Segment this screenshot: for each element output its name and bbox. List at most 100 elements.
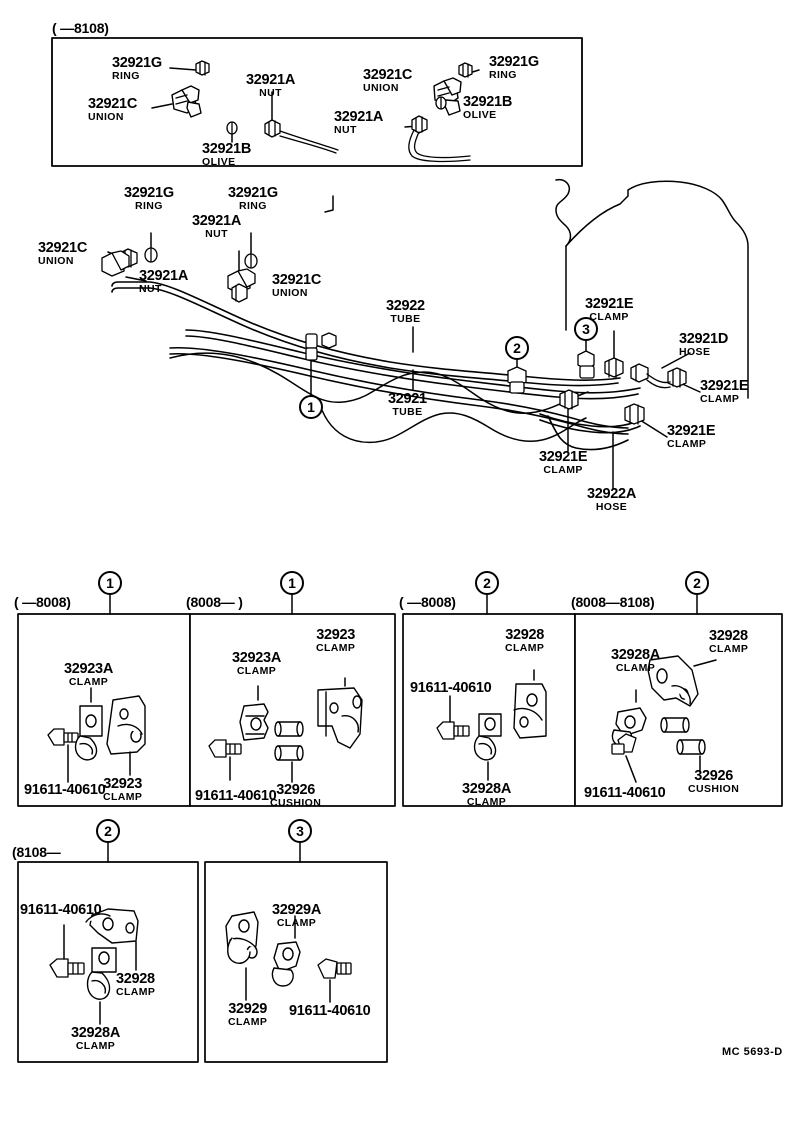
part-number: 32921C	[88, 96, 137, 112]
main-label-32921d-hose: 32921D HOSE	[679, 332, 728, 357]
part-desc: CUSHION	[688, 782, 740, 795]
part-desc: TUBE	[390, 312, 421, 325]
top-label-32921b-olive-left: 32921B OLIVE	[202, 142, 251, 167]
detail-box-6-callout[interactable]: 3	[288, 819, 312, 843]
part-desc: RING	[489, 68, 517, 81]
part-desc: CLAMP	[68, 675, 109, 688]
part-desc: CLAMP	[466, 795, 507, 808]
main-label-32921c-union-a: 32921C UNION	[38, 241, 87, 266]
box4-label-32926: 32926 CUSHION	[688, 769, 739, 794]
detail-box-2-callout[interactable]: 1	[280, 571, 304, 595]
part-desc: CLAMP	[103, 790, 143, 803]
part-number: 91611-40610	[289, 1003, 371, 1019]
part-number: 32921E	[667, 423, 716, 439]
part-number: 32921A	[334, 109, 383, 125]
main-label-32921a-nut-a: 32921A NUT	[192, 214, 241, 239]
part-desc: UNION	[363, 81, 399, 94]
part-desc: CLAMP	[667, 437, 707, 450]
top-box-range-caption: ( —8108)	[52, 20, 109, 36]
part-number: 32928	[505, 627, 545, 643]
part-number: 32921A	[246, 72, 295, 88]
box5-label-32928: 32928 CLAMP	[116, 972, 155, 997]
part-number: 32921C	[363, 67, 412, 83]
box1-label-32923a: 32923A CLAMP	[64, 662, 113, 687]
part-number: 32928A	[611, 647, 660, 663]
detail-box-3-callout[interactable]: 2	[475, 571, 499, 595]
sheet-reference-code: MC 5693-D	[722, 1046, 783, 1058]
part-number: 32921B	[202, 141, 251, 157]
box3-label-91611-40610: 91611-40610	[410, 681, 492, 696]
part-number: 32922	[386, 298, 425, 314]
part-number: 32928A	[462, 781, 511, 797]
main-label-32921e-clamp-d: 32921E CLAMP	[667, 423, 716, 450]
part-number: 32928A	[71, 1025, 120, 1041]
top-label-32921g-ring-left: 32921G RING	[112, 56, 162, 81]
detail-box-4-callout[interactable]: 2	[685, 571, 709, 595]
detail-box-5-callout[interactable]: 2	[96, 819, 120, 843]
detail-box-5-range: (8108—	[12, 844, 61, 860]
part-desc: OLIVE	[202, 155, 236, 168]
box2-label-32923a: 32923A CLAMP	[232, 651, 281, 676]
box4-label-32928a: 32928A CLAMP	[611, 648, 660, 673]
part-desc: CLAMP	[543, 463, 583, 476]
box5-label-91611-40610: 91611-40610	[20, 903, 102, 918]
part-desc: CLAMP	[700, 392, 740, 405]
main-label-32921-tube: 32921 TUBE	[388, 392, 427, 417]
part-number: 32926	[694, 768, 734, 784]
part-desc: UNION	[38, 254, 74, 267]
part-desc: CLAMP	[276, 916, 317, 929]
box2-label-32923: 32923 CLAMP	[316, 628, 355, 653]
top-label-32921a-nut-mid: 32921A NUT	[246, 73, 295, 98]
part-desc: CUSHION	[270, 796, 322, 809]
part-desc: NUT	[334, 123, 357, 136]
part-number: 32921A	[192, 213, 241, 229]
part-number: 32923	[316, 627, 356, 643]
main-callout-1[interactable]: 1	[299, 395, 323, 419]
main-label-32922a-hose: 32922A HOSE	[587, 487, 636, 512]
part-number: 91611-40610	[584, 785, 666, 801]
part-number: 32921E	[700, 378, 749, 394]
part-number: 32921G	[489, 54, 539, 70]
box1-label-91611-40610: 91611-40610	[24, 782, 106, 798]
top-label-32921b-olive-right: 32921B OLIVE	[463, 95, 512, 120]
part-desc: CLAMP	[589, 310, 629, 323]
part-number: 32921C	[38, 240, 87, 256]
part-number: 32921G	[112, 55, 162, 71]
box6-label-32929: 32929 CLAMP	[228, 1002, 267, 1027]
part-number: 32921E	[539, 449, 588, 465]
part-desc: NUT	[205, 227, 228, 240]
part-desc: RING	[112, 69, 140, 82]
top-label-32921c-union-left: 32921C UNION	[88, 97, 137, 122]
box6-label-32929a: 32929A CLAMP	[272, 903, 321, 928]
part-desc: NUT	[139, 282, 162, 295]
part-number: 91611-40610	[24, 782, 106, 798]
part-number: 32921E	[585, 296, 634, 312]
box3-label-32928: 32928 CLAMP	[505, 628, 544, 653]
part-number: 32929A	[272, 902, 321, 918]
box2-label-32926: 32926 CUSHION	[270, 783, 321, 808]
main-label-32921g-ring-a: 32921G RING	[124, 186, 174, 211]
main-label-32921a-nut-b: 32921A NUT	[139, 269, 188, 294]
part-desc: RING	[134, 199, 163, 212]
part-number: 32921G	[124, 185, 174, 201]
part-desc: TUBE	[392, 405, 423, 418]
detail-box-1-callout[interactable]: 1	[98, 571, 122, 595]
part-number: 32923A	[64, 661, 113, 677]
part-number: 32928	[116, 971, 155, 987]
part-desc: UNION	[88, 110, 124, 123]
main-callout-3[interactable]: 3	[574, 317, 598, 341]
part-number: 32921G	[228, 185, 278, 201]
part-desc: CLAMP	[116, 985, 156, 998]
part-desc: RING	[238, 199, 267, 212]
main-label-32921c-union-b: 32921C UNION	[272, 273, 321, 298]
part-number: 32921D	[679, 331, 728, 347]
part-number: 91611-40610	[195, 788, 277, 804]
part-desc: CLAMP	[615, 661, 656, 674]
main-callout-2[interactable]: 2	[505, 336, 529, 360]
part-desc: CLAMP	[236, 664, 277, 677]
part-desc: NUT	[259, 86, 282, 99]
part-desc: CLAMP	[228, 1015, 268, 1028]
part-number: 32921C	[272, 272, 321, 288]
